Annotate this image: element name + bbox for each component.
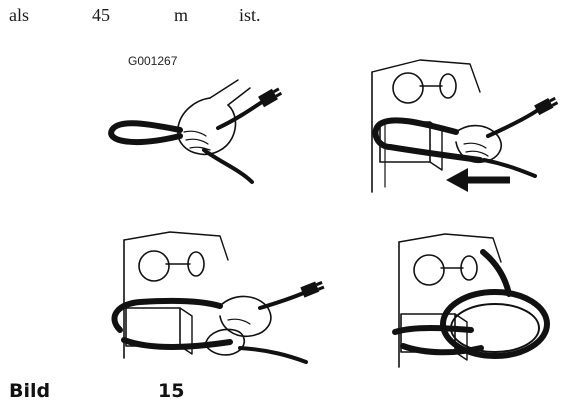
text-word-45: 45	[92, 5, 110, 25]
caption-number: 15	[158, 380, 185, 402]
text-word-ist: ist.	[239, 5, 261, 25]
figure-code: G001267	[128, 54, 178, 68]
illustration-hold-cable	[110, 230, 325, 370]
caption-label: Bild	[9, 380, 51, 402]
illustration-loop-cable	[100, 70, 283, 190]
illustration-thread-cable	[360, 52, 559, 207]
text-word-als: als	[9, 5, 29, 25]
illustration-cable-wrapped	[385, 232, 560, 377]
text-word-m: m	[174, 5, 189, 25]
